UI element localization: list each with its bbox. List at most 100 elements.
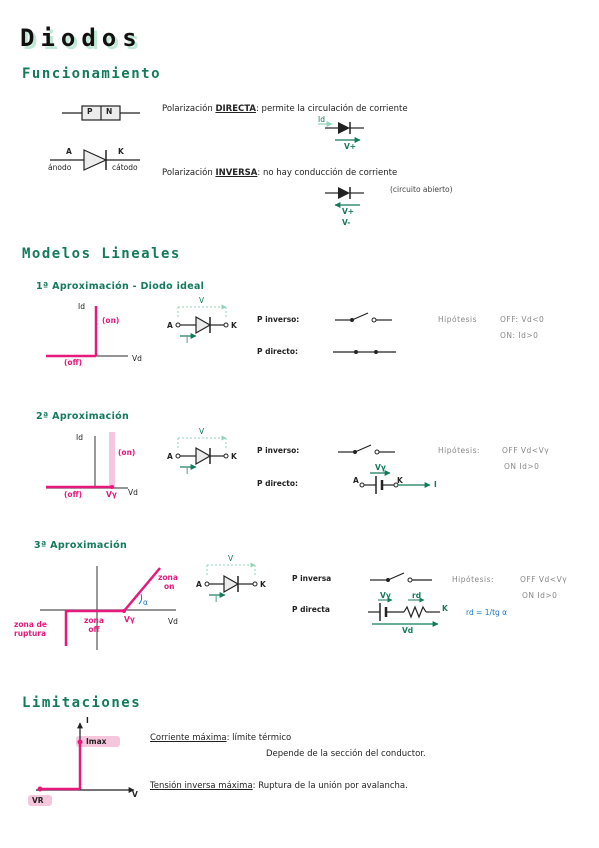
inverse-polarization-line: Polarización INVERSA: no hay conducción … <box>162 168 397 178</box>
cathode-letter: K <box>118 147 124 156</box>
inverse-vplus-label: V+ <box>342 207 355 216</box>
approx3-vd-label: Vd <box>402 626 414 635</box>
approx2-off-label: (off) <box>64 490 83 499</box>
inverse-diode-icon <box>325 187 364 208</box>
limit-tension-label: Tensión inversa máxima <box>150 781 253 791</box>
limit-axis-i: I <box>86 716 89 725</box>
approx1-a-label: A <box>167 321 173 330</box>
limit-vr-label: VR <box>32 796 44 805</box>
inverse-text: : no hay conducción de corriente <box>257 168 398 178</box>
approx2-axis-x: Vd <box>128 488 138 497</box>
section-heading-limitaciones: Limitaciones <box>22 695 142 711</box>
approx1-off-label: (off) <box>64 358 83 367</box>
approx1-v-label: V <box>199 296 205 305</box>
approx2-a-label: A <box>167 452 173 461</box>
approx2-on-label: (on) <box>118 448 136 457</box>
approx3-zona-on: zona on <box>158 573 178 591</box>
inverse-keyword: INVERSA <box>215 168 258 178</box>
approx3-zona-on-1: zona <box>158 573 178 582</box>
approx2-hyp-off: OFF Vd<Vγ <box>502 446 550 455</box>
cathode-label: cátodo <box>112 163 138 172</box>
pn-label-p: P <box>87 107 93 116</box>
direct-keyword: DIRECTA <box>215 104 256 114</box>
approx3-zona-on-2: on <box>164 582 175 591</box>
approx2-hyp-on: ON Id>0 <box>504 462 540 471</box>
approx2-vg-source-label: Vγ <box>375 463 386 472</box>
anode-letter: A <box>66 147 72 156</box>
approx2-k-label: K <box>231 452 237 461</box>
limit-imax-label: Imax <box>86 737 107 746</box>
approx1-diode <box>175 304 229 339</box>
approx2-i-label: I <box>186 467 189 476</box>
approx2-diode <box>175 435 229 470</box>
approx2-battery-circuit <box>359 470 431 494</box>
approx3-zona-off: zona off <box>84 616 104 634</box>
limit-corriente-text: : límite térmico <box>226 733 292 743</box>
direct-current-label: Id <box>318 115 325 124</box>
direct-polarization-line: Polarización DIRECTA: permite la circula… <box>162 104 408 114</box>
limit-corriente-sub: Depende de la sección del conductor. <box>266 749 426 759</box>
direct-text: : permite la circulación de corriente <box>255 104 408 114</box>
approx2-p-inverso: P inverso: <box>257 446 300 455</box>
approx3-title: 3ª Aproximación <box>34 540 128 551</box>
approx1-p-directo: P directo: <box>257 347 299 356</box>
direct-voltage-label: V+ <box>344 142 357 151</box>
approx2-v-label: V <box>199 427 205 436</box>
approx1-axis-x: Vd <box>132 354 142 363</box>
limitaciones-graph <box>28 722 135 806</box>
limit-axis-v: V <box>132 790 138 799</box>
pn-label-n: N <box>106 107 113 116</box>
approx3-graph <box>40 566 176 650</box>
approx3-diode <box>204 562 258 598</box>
approx3-zona-ruptura-1: zona de <box>14 620 47 629</box>
approx3-zona-off-2: off <box>88 625 100 634</box>
approx3-switch-open <box>370 572 432 583</box>
approx1-k-label: K <box>231 321 237 330</box>
approx2-axis-y: Id <box>76 433 83 442</box>
approx3-a-label: A <box>196 580 202 589</box>
limit-corriente-label: Corriente máxima <box>150 733 227 743</box>
approx1-hyp-on: ON: Id>0 <box>500 331 539 340</box>
approx2-src-k: K <box>397 476 403 485</box>
approx2-switch-open <box>338 444 395 455</box>
section-heading-funcionamiento: Funcionamiento <box>22 66 162 82</box>
approx2-src-i: I <box>434 480 437 489</box>
limit-corriente-line: Corriente máxima: límite térmico <box>150 733 291 743</box>
approx3-vg-src-label: Vγ <box>380 591 391 600</box>
approx2-src-a: A <box>353 476 359 485</box>
approx1-title: 1ª Aproximación - Diodo ideal <box>36 281 205 292</box>
approx3-rd-formula: rd = 1/tg α <box>466 608 508 617</box>
approx1-axis-y: Id <box>78 302 85 311</box>
approx3-p-directa: P directa <box>292 605 330 614</box>
section-heading-modelos: Modelos Lineales <box>22 246 181 262</box>
approx2-vg-label: Vγ <box>106 490 117 499</box>
approx2-title: 2ª Aproximación <box>36 411 130 422</box>
approx3-axis-x: Vd <box>168 617 178 626</box>
inverse-label: Polarización <box>162 168 213 178</box>
approx2-hyp-label: Hipótesis: <box>438 446 481 455</box>
approx3-rd-label: rd <box>412 591 422 600</box>
approx1-hyp-off: OFF: Vd<0 <box>500 315 545 324</box>
approx3-battery-resistor-circuit <box>368 597 440 627</box>
inverse-vminus-label: V- <box>342 218 351 227</box>
approx3-i-label: I <box>215 595 218 604</box>
approx1-hyp-label: Hipótesis <box>438 315 478 324</box>
approx3-vg-label: Vγ <box>124 615 135 624</box>
approx3-zona-ruptura-2: ruptura <box>14 629 47 638</box>
approx1-switch-closed <box>333 350 396 354</box>
approx3-p-inversa: P inversa <box>292 574 332 583</box>
approx3-zona-off-1: zona <box>84 616 104 625</box>
direct-diode-icon <box>318 121 364 143</box>
approx2-graph <box>46 432 128 489</box>
direct-label: Polarización <box>162 104 213 114</box>
approx1-graph <box>46 306 128 358</box>
approx3-k-label: K <box>260 580 266 589</box>
approx2-p-directo: P directo: <box>257 479 299 488</box>
approx3-src-k: K <box>442 604 448 613</box>
approx1-switch-open <box>335 312 392 323</box>
approx1-on-label: (on) <box>102 316 120 325</box>
approx3-alpha-label: α <box>143 598 148 607</box>
approx3-v-label: V <box>228 554 234 563</box>
limit-tension-text: : Ruptura de la unión por avalancha. <box>252 781 408 791</box>
